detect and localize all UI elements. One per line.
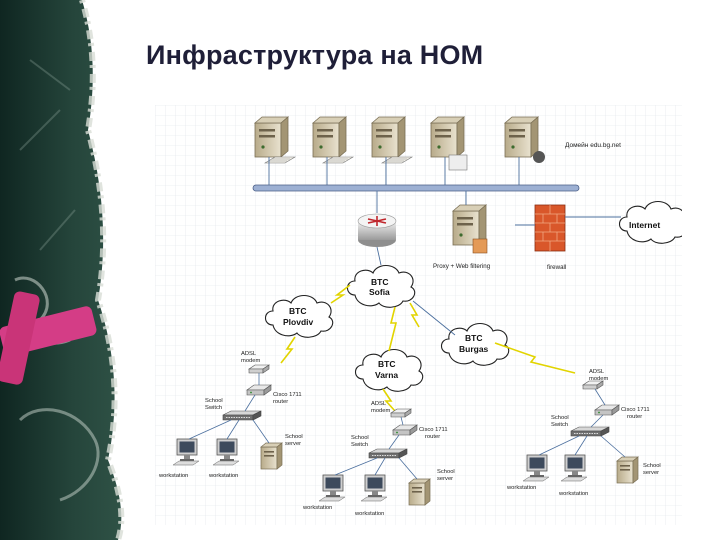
core-router xyxy=(357,213,397,247)
left-switch-icon xyxy=(222,410,262,421)
right-server-label-1: School xyxy=(643,463,661,469)
right-server-icon xyxy=(616,456,639,484)
backbone-bus xyxy=(252,184,580,192)
mid-switch-label-1: School xyxy=(351,435,369,441)
right-ws2-label: workstation xyxy=(558,491,588,497)
domain-label: Домейн edu.bg.net xyxy=(565,141,621,149)
mid-ws2-label: workstation xyxy=(354,511,384,517)
cloud-sofia-line2: Sofia xyxy=(369,287,390,297)
proxy-label: Proxy + Web filtering xyxy=(433,263,491,270)
cloud-burgas: BTC Burgas xyxy=(440,322,510,366)
right-router-label-2: router xyxy=(627,414,642,420)
cloud-sofia: BTC Sofia xyxy=(346,264,416,308)
proxy-server xyxy=(452,204,488,254)
cloud-varna-line1: BTC xyxy=(378,359,395,369)
right-modem-label-2: modem xyxy=(589,376,609,382)
mid-router-label-1: Cisco 1711 xyxy=(419,427,448,433)
cloud-sofia-line1: BTC xyxy=(371,277,388,287)
mid-ws1-label: workstation xyxy=(302,505,332,511)
mid-site: ADSL modem Cisco 1711 router School Swit… xyxy=(302,401,455,517)
right-modem-label-1: ADSL xyxy=(589,369,605,375)
firewall-label: firewall xyxy=(547,264,566,271)
cloud-plovdiv: BTC Plovdiv xyxy=(264,294,334,338)
mid-modem-label-2: modem xyxy=(371,408,391,414)
left-server-label-2: server xyxy=(285,441,301,447)
cloud-burgas-line1: BTC xyxy=(465,333,482,343)
left-modem-label-1: ADSL xyxy=(241,351,257,357)
cloud-plovdiv-line1: BTC xyxy=(289,306,306,316)
right-router-label-1: Cisco 1711 xyxy=(621,407,650,413)
cloud-varna: BTC Varna xyxy=(354,348,424,392)
network-diagram: Домейн edu.bg.net Proxy + Web filtering xyxy=(155,105,682,525)
right-site: ADSL modem Cisco 1711 router School Swit… xyxy=(506,369,661,497)
firewall-icon xyxy=(534,204,566,252)
wan-links xyxy=(280,284,576,412)
left-modem-label-2: modem xyxy=(241,358,261,364)
mid-router-label-2: router xyxy=(425,434,440,440)
slide-title: Инфраструктура на НОМ xyxy=(146,40,484,70)
right-switch-label-1: School xyxy=(551,415,569,421)
cloud-burgas-line2: Burgas xyxy=(459,344,489,354)
chalkboard-decoration xyxy=(0,0,125,540)
left-router-label-1: Cisco 1711 xyxy=(273,392,302,398)
left-ws2-label: workstation xyxy=(208,473,238,479)
grid-background xyxy=(155,105,682,525)
internet-label: Internet xyxy=(629,220,660,230)
left-server-label-1: School xyxy=(285,434,303,440)
left-switch-label-1: School xyxy=(205,398,223,404)
right-server-label-2: server xyxy=(643,470,659,476)
internet-cloud: Internet xyxy=(618,200,682,244)
mid-server-label-2: server xyxy=(437,476,453,482)
mid-modem-label-1: ADSL xyxy=(371,401,387,407)
left-router-label-2: router xyxy=(273,399,288,405)
right-switch-label-2: Switch xyxy=(551,422,568,428)
cloud-varna-line2: Varna xyxy=(375,370,398,380)
left-server-icon xyxy=(260,442,283,470)
cloud-plovdiv-line2: Plovdiv xyxy=(283,317,314,327)
right-ws1-label: workstation xyxy=(506,485,536,491)
left-switch-label-2: Switch xyxy=(205,405,222,411)
mid-switch-icon xyxy=(368,448,408,459)
mid-server-icon xyxy=(408,478,431,506)
server-4 xyxy=(430,116,468,171)
right-switch-icon xyxy=(570,426,610,437)
server-5 xyxy=(504,116,545,163)
left-ws1-label: workstation xyxy=(158,473,188,479)
mid-server-label-1: School xyxy=(437,469,455,475)
left-site: ADSL modem Cisco 1711 router School Swit… xyxy=(158,351,303,479)
mid-switch-label-2: Switch xyxy=(351,442,368,448)
